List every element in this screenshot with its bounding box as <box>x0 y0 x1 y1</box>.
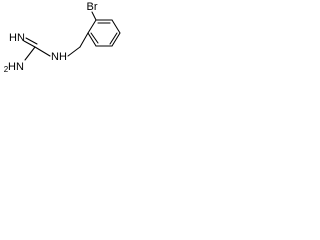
bond-ch2-ring <box>79 32 89 48</box>
ring-bond-4 <box>111 32 121 47</box>
structure-canvas: Br HN N H 2 NH <box>0 0 123 85</box>
bond-c-imine-double <box>25 37 38 45</box>
bond-c-linker-n <box>34 46 51 57</box>
ring-bond-6 <box>87 32 97 47</box>
bond-c-br <box>91 11 97 21</box>
linker-nh-label: NH <box>51 51 67 63</box>
bromine-label: Br <box>87 1 98 13</box>
ring-bond-1 <box>87 19 97 34</box>
amine-n-label: N <box>16 61 24 73</box>
imine-label: HN <box>9 32 25 44</box>
bond-c-amine <box>24 46 36 61</box>
bond-n-ch2 <box>67 46 81 57</box>
structure-diagram: Br HN N H 2 NH <box>4 1 121 74</box>
amine-subscript: 2 <box>4 65 9 74</box>
ring-double-3 <box>90 32 99 44</box>
bonds <box>23 11 121 61</box>
ring-double-2 <box>109 32 118 45</box>
ring-bond-3 <box>111 19 121 34</box>
bond-c-imine <box>23 40 36 48</box>
atom-labels: Br HN N H 2 NH <box>4 1 98 74</box>
amine-h-label: H <box>8 61 16 73</box>
